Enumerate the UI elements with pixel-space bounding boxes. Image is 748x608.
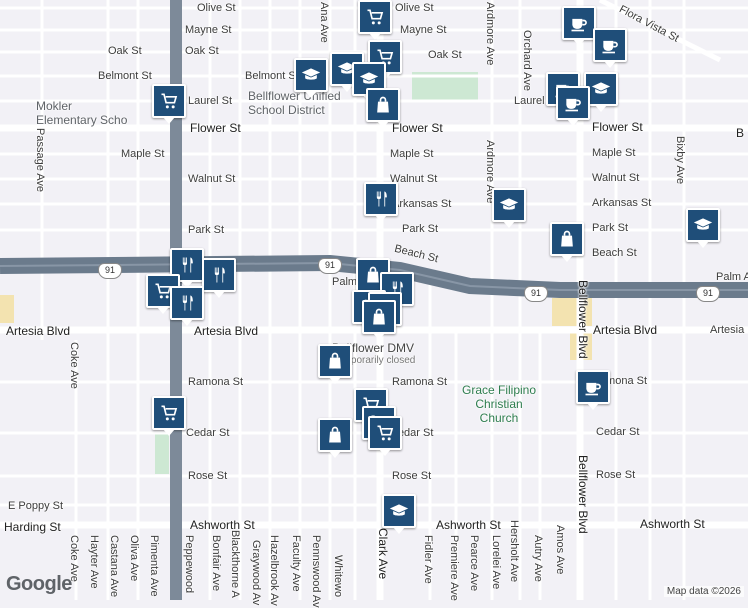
cutlery-marker[interactable]	[202, 258, 236, 298]
bag-marker[interactable]	[550, 222, 584, 262]
cutlery-marker[interactable]	[364, 182, 398, 222]
cup-icon	[569, 13, 589, 33]
bag-marker[interactable]	[318, 418, 352, 458]
school-icon	[389, 501, 409, 521]
cutlery-icon	[177, 293, 197, 313]
school-icon	[337, 59, 357, 79]
cart-icon	[159, 403, 179, 423]
school-icon	[499, 195, 519, 215]
bag-icon	[363, 265, 383, 285]
cup-icon	[600, 35, 620, 55]
cup-icon	[563, 93, 583, 113]
cart-icon	[153, 281, 173, 301]
cutlery-icon	[177, 255, 197, 275]
highway-shield-91: 91	[98, 263, 122, 279]
park-area	[155, 432, 169, 474]
sand-area	[0, 295, 14, 323]
cart-marker[interactable]	[368, 416, 402, 456]
cart-marker[interactable]	[152, 84, 186, 124]
school-marker[interactable]	[492, 188, 526, 228]
cart-icon	[375, 423, 395, 443]
cup-marker[interactable]	[562, 6, 596, 46]
cutlery-icon	[209, 265, 229, 285]
school-marker[interactable]	[382, 494, 416, 534]
sand-area	[552, 298, 592, 326]
school-icon	[591, 79, 611, 99]
map-attribution[interactable]: Map data ©2026	[663, 586, 744, 597]
bag-marker[interactable]	[318, 344, 352, 384]
cup-marker[interactable]	[593, 28, 627, 68]
bag-icon	[325, 425, 345, 445]
cart-marker[interactable]	[152, 396, 186, 436]
school-icon	[301, 65, 321, 85]
cup-marker[interactable]	[576, 370, 610, 410]
highway-shield-91: 91	[696, 286, 720, 302]
cart-icon	[159, 91, 179, 111]
cup-icon	[583, 377, 603, 397]
highway-shield-91: 91	[318, 258, 342, 274]
cart-icon	[365, 7, 385, 27]
cutlery-marker[interactable]	[170, 286, 204, 326]
highway-shield-91: 91	[524, 286, 548, 302]
school-marker[interactable]	[686, 208, 720, 248]
cup-marker[interactable]	[556, 86, 590, 126]
bag-marker[interactable]	[366, 88, 400, 128]
bag-marker[interactable]	[362, 300, 396, 340]
bag-icon	[557, 229, 577, 249]
cart-marker[interactable]	[358, 0, 392, 40]
school-icon	[693, 215, 713, 235]
school-marker[interactable]	[294, 58, 328, 98]
bag-icon	[373, 95, 393, 115]
bag-icon	[369, 307, 389, 327]
bag-icon	[325, 351, 345, 371]
school-icon	[359, 69, 379, 89]
google-logo: Google	[6, 573, 72, 595]
cutlery-icon	[371, 189, 391, 209]
